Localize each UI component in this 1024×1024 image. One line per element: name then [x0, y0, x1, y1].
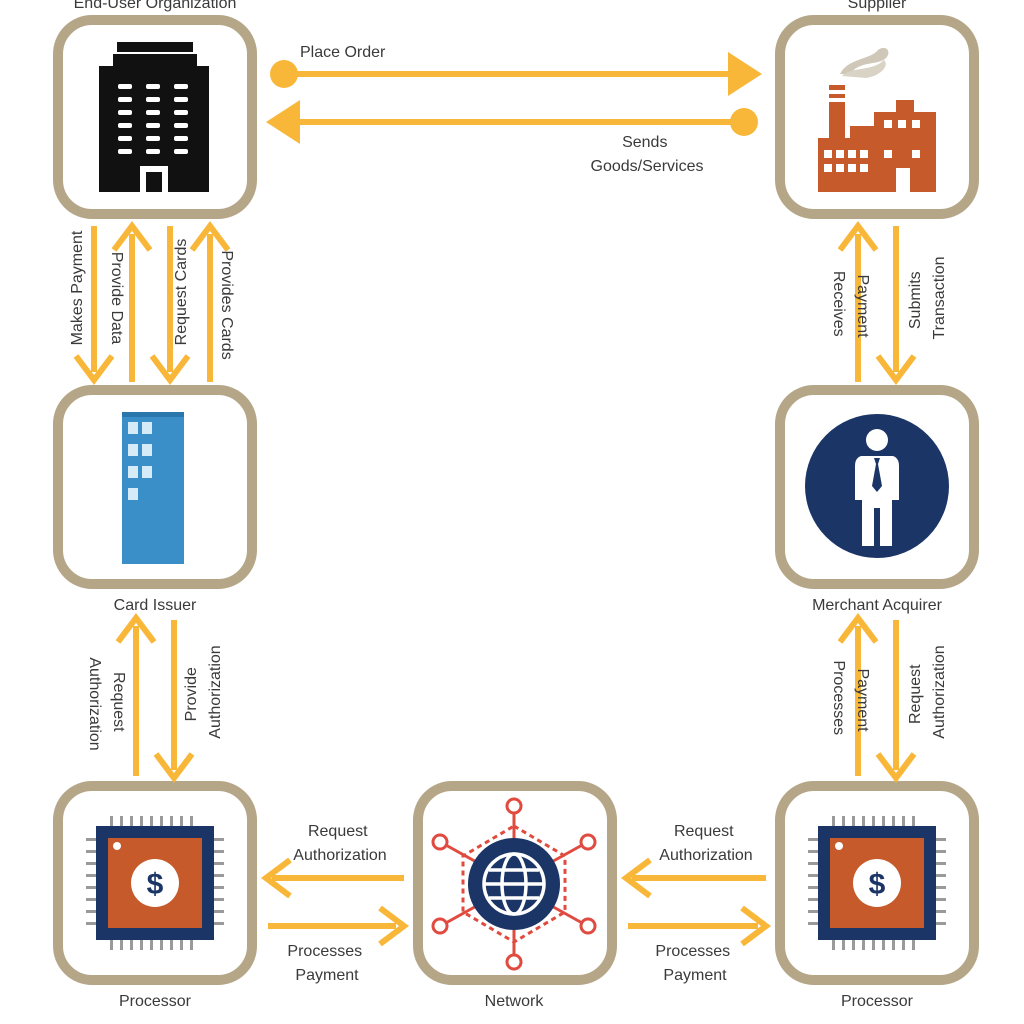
node-processor-left: $ — [53, 781, 257, 985]
office-building-icon — [99, 42, 209, 192]
arrow-provides-cards — [189, 221, 231, 382]
flow-label-acquirer-processes-payment: Processes Payment — [830, 660, 871, 739]
flow-label-sends-goods: Sends Goods/Services — [591, 134, 704, 175]
arrow-provide-data — [111, 221, 153, 382]
globe-network-icon — [431, 797, 597, 971]
flow-label-right-request-auth: Request Authorization — [659, 823, 752, 864]
flow-label-left-processes-payment: Processes Payment — [287, 943, 366, 984]
arrow-left-request-auth — [261, 857, 404, 899]
node-label-merchant-acquirer: Merchant Acquirer — [812, 597, 943, 614]
node-label-card-issuer: Card Issuer — [114, 597, 197, 614]
arrow-makes-payment — [73, 226, 115, 385]
arrow-right-request-auth — [621, 857, 766, 899]
arrow-right-processes-payment — [628, 905, 771, 947]
flow-label-right-processes-payment: Processes Payment — [655, 943, 734, 984]
arrow-issuer-request-auth — [115, 613, 157, 776]
arrow-receives-payment — [837, 221, 879, 382]
flow-label-provides-cards: Provides Cards — [218, 250, 235, 359]
flow-label-acquirer-request-auth: Request Authorization — [907, 645, 948, 738]
flow-label-makes-payment: Makes Payment — [69, 230, 86, 345]
flow-label-receives-payment: Receives Payment — [830, 271, 871, 341]
node-supplier — [775, 15, 979, 219]
flow-label-submits-transaction: Submits Transaction — [907, 257, 948, 340]
node-card-issuer — [53, 385, 257, 589]
node-label-processor-left: Processor — [119, 993, 192, 1010]
flow-label-issuer-provide-auth: Provide Authorization — [183, 645, 224, 738]
arrow-place-order — [270, 52, 762, 96]
businessman-icon — [805, 414, 949, 558]
flow-label-request-cards: Request Cards — [173, 239, 190, 346]
svg-text:$: $ — [147, 868, 164, 901]
arrow-acquirer-processes-payment — [837, 613, 879, 776]
node-label-end-user: End-User Organization — [74, 0, 237, 12]
flow-label-left-request-auth: Request Authorization — [293, 823, 386, 864]
svg-text:$: $ — [869, 868, 886, 901]
chip-dollar-icon: $ — [808, 816, 946, 950]
card-icon — [122, 412, 184, 564]
flow-label-provide-data: Provide Data — [108, 252, 125, 345]
node-label-network: Network — [485, 993, 545, 1010]
arrow-issuer-provide-auth — [153, 620, 195, 783]
node-label-supplier: Supplier — [848, 0, 907, 12]
node-network — [413, 781, 617, 985]
arrow-request-cards — [149, 226, 191, 385]
arrow-sends-goods — [266, 100, 758, 144]
arrow-left-processes-payment — [268, 905, 409, 947]
arrow-submits-transaction — [875, 226, 917, 385]
flow-label-issuer-request-auth: Request Authorization — [86, 657, 127, 750]
arrow-acquirer-request-auth — [875, 620, 917, 783]
flow-label-place-order: Place Order — [300, 44, 386, 61]
node-merchant-acquirer — [775, 385, 979, 589]
node-processor-right: $ — [775, 781, 979, 985]
node-label-processor-right: Processor — [841, 993, 914, 1010]
factory-icon — [818, 47, 936, 192]
node-end-user — [53, 15, 257, 219]
chip-dollar-icon: $ — [86, 816, 224, 950]
